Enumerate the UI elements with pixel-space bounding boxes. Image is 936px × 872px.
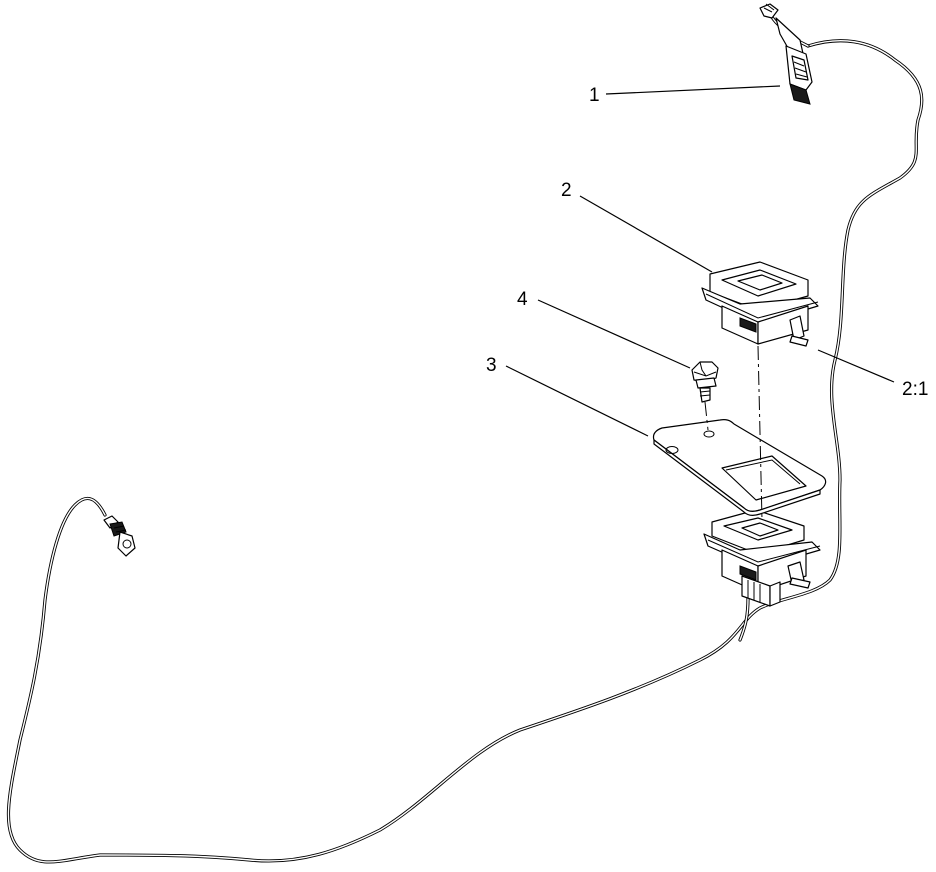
- callout-3: 3: [486, 355, 497, 376]
- callout-4: 4: [517, 289, 528, 310]
- alignment-lines: [704, 345, 763, 521]
- callout-labels: 1 2 3 4 2:1: [486, 85, 928, 400]
- wire-harness: [6, 39, 924, 864]
- callout-1: 1: [589, 85, 600, 106]
- callout-2-1: 2:1: [902, 379, 928, 400]
- switch-icon: [701, 261, 819, 347]
- screw-icon: [691, 361, 719, 403]
- switch-installed-icon: [703, 509, 821, 607]
- wire-harness-connector-icon: [759, 3, 813, 105]
- leader-lines: [505, 85, 895, 437]
- ring-terminal: [103, 515, 136, 557]
- mounting-plate-icon: [652, 419, 827, 516]
- callout-2: 2: [561, 180, 572, 201]
